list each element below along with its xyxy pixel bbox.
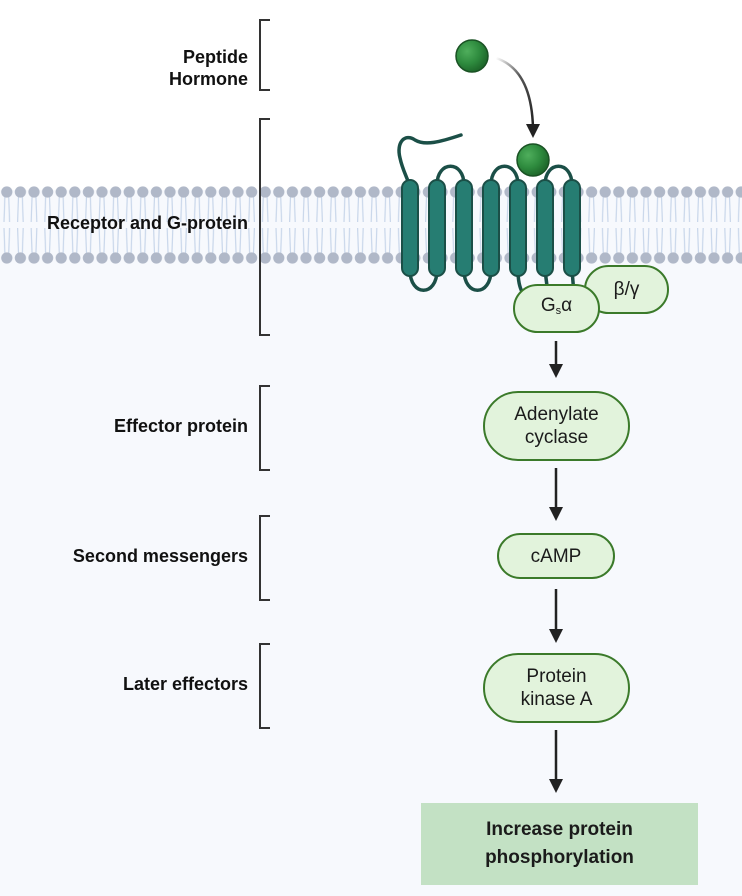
arrow-camp-to-pka: [549, 589, 563, 643]
label-line: Effector protein: [113, 416, 248, 436]
helix-6: [536, 179, 554, 277]
binding-arrowhead: [526, 124, 540, 138]
helix-3: [455, 179, 473, 277]
outcome-box: Increase protein phosphorylation: [421, 803, 698, 885]
outcome-line: phosphorylation: [485, 847, 634, 868]
label-line: Later effectors: [122, 674, 248, 694]
node-line: cyclase: [524, 427, 589, 448]
level-label-peptide-hormone: Peptide Hormone: [169, 46, 248, 90]
bracket-second-messengers: [259, 515, 270, 601]
label-line: Hormone: [168, 69, 248, 89]
node-line: cAMP: [530, 545, 582, 567]
hormone-free-icon: [455, 39, 489, 73]
arrow-pka-to-outcome: [549, 730, 563, 793]
helix-7: [563, 179, 581, 277]
label-line: Receptor and G-protein: [46, 213, 248, 233]
beta-gamma-label: β/γ: [613, 279, 640, 300]
bracket-effector-protein: [259, 385, 270, 471]
helix-5: [509, 179, 527, 277]
level-label-effector-protein: Effector protein: [114, 415, 248, 437]
node-protein-kinase-a: Protein kinase A: [483, 653, 630, 723]
pathway-arrows: [549, 341, 563, 793]
g-alpha-label: Gsα: [541, 294, 572, 323]
binding-arrow: [495, 56, 535, 129]
label-line: Peptide: [182, 47, 248, 67]
node-line: Protein: [526, 666, 587, 687]
bracket-receptor-g-protein: [259, 118, 270, 336]
g-alpha-main: G: [540, 295, 556, 316]
cell-membrane: [0, 184, 742, 266]
outcome-line: Increase protein: [486, 819, 633, 840]
bracket-peptide-hormone: [259, 19, 270, 91]
extracellular-background: [0, 0, 742, 190]
helix-4: [482, 179, 500, 277]
bracket-later-effectors: [259, 643, 270, 729]
node-camp: cAMP: [497, 533, 615, 579]
arrow-g-protein-to-ac: [549, 341, 563, 378]
helix-2: [428, 179, 446, 277]
label-line: Second messengers: [72, 546, 248, 566]
receptor-n-terminus: [397, 133, 463, 190]
hormone-bound-icon: [516, 143, 550, 177]
receptor-extracellular-loops: [435, 164, 574, 186]
helix-1: [401, 179, 419, 277]
level-label-second-messengers: Second messengers: [73, 545, 248, 567]
level-label-receptor-g-protein: Receptor and G-protein: [47, 212, 248, 234]
arrow-ac-to-camp: [549, 468, 563, 521]
g-protein-alpha: Gsα: [513, 284, 600, 333]
node-adenylate-cyclase: Adenylate cyclase: [483, 391, 630, 461]
receptor-helices: [401, 179, 581, 277]
level-label-later-effectors: Later effectors: [123, 673, 248, 695]
g-alpha-suffix: α: [561, 295, 573, 316]
node-line: kinase A: [520, 689, 593, 710]
g-alpha-subscript: s: [555, 305, 562, 317]
node-line: Adenylate: [514, 404, 599, 425]
